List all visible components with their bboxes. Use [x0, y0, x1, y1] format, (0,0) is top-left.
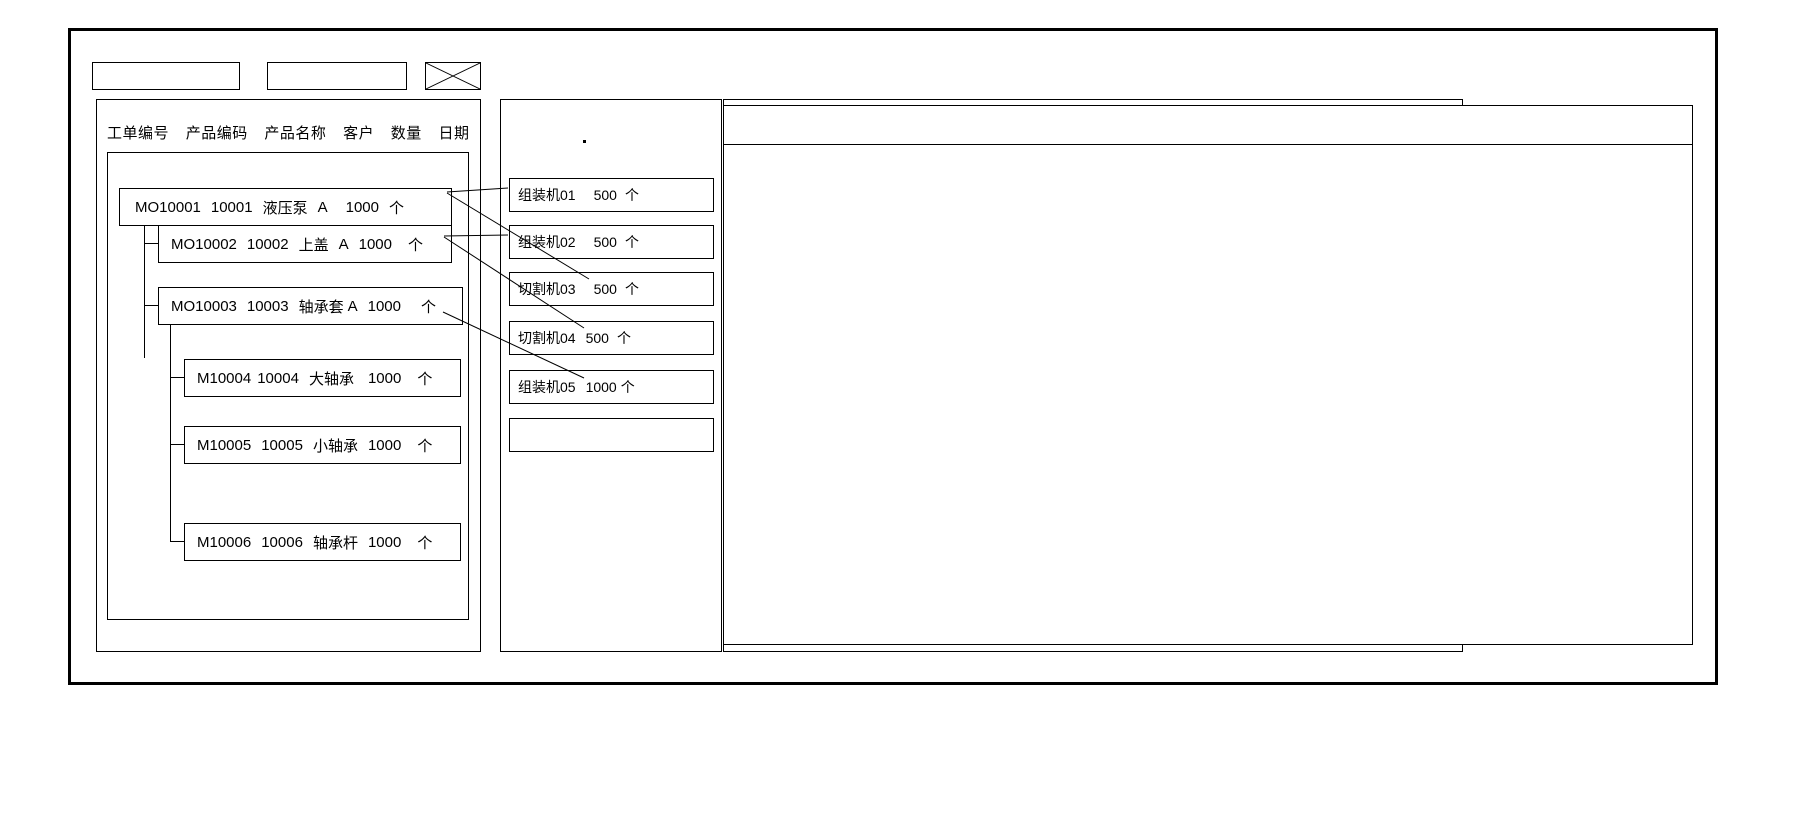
toolbar-field-1[interactable] — [92, 62, 240, 90]
tree-row[interactable]: M10004 10004 大轴承 1000 个 — [184, 359, 461, 397]
x-box-icon-glyph — [426, 63, 480, 89]
tree-row-product-code: 10001 — [210, 198, 253, 216]
column-header-product-name: 产品名称 — [264, 125, 327, 142]
tree-row-product-name: 轴承套 — [298, 298, 344, 316]
tree-row-order-no: M10004 — [197, 369, 252, 387]
tree-row-quantity: 1000 — [367, 297, 401, 315]
tree-row-product-code: 10003 — [246, 297, 289, 315]
machine-item[interactable]: 组装机05 1000 个 — [509, 370, 714, 404]
tree-row[interactable]: M10006 10006 轴承杆 1000 个 — [184, 523, 461, 561]
tree-stem-to-child-1 — [144, 243, 158, 244]
machine-quantity: 1000 — [585, 379, 617, 395]
tree-row-order-no: M10006 — [197, 533, 252, 551]
x-box-icon[interactable] — [425, 62, 481, 90]
machine-quantity: 500 — [593, 234, 617, 250]
detail-table-header-rule — [724, 144, 1692, 145]
tree-row-quantity: 1000 — [367, 369, 402, 387]
machine-name: 切割机04 — [518, 330, 576, 346]
tree-row-product-code: 10004 — [257, 369, 299, 387]
tree-row-unit: 个 — [417, 534, 433, 552]
tree-row-product-name: 小轴承 — [312, 437, 358, 455]
machine-quantity: 500 — [593, 281, 617, 297]
tree-row-customer: A — [317, 198, 328, 216]
column-header-quantity: 数量 — [390, 125, 422, 142]
tree-row-order-no: MO10002 — [171, 235, 237, 253]
tree-row-product-name: 液压泵 — [262, 199, 308, 217]
tree-row[interactable]: MO10002 10002 上盖 A 1000 个 — [158, 225, 452, 263]
tree-row[interactable]: MO10003 10003 轴承套 A 1000 个 — [158, 287, 463, 325]
machine-name: 切割机03 — [518, 281, 576, 297]
work-order-tree: MO10001 10001 液压泵 A 1000 个 MO10002 10002… — [107, 152, 469, 620]
machine-panel: 组装机01 500 个 组装机02 500 个 切割机03 500 个 切割机0… — [500, 99, 722, 652]
column-headers: 工单编号 产品编码 产品名称 客户 数量 日期 — [107, 122, 481, 143]
tree-stem-to-child-4 — [170, 444, 184, 445]
column-header-customer: 客户 — [343, 125, 375, 142]
tree-row-unit: 个 — [408, 236, 424, 254]
tree-row-product-code: 10002 — [246, 235, 289, 253]
tree-row[interactable]: MO10001 10001 液压泵 A 1000 个 — [119, 188, 452, 226]
tree-row-unit: 个 — [417, 370, 433, 388]
machine-unit: 个 — [616, 330, 631, 346]
tree-row-product-name: 轴承杆 — [312, 534, 358, 552]
tree-stem-to-child-3 — [170, 377, 184, 378]
tree-row-unit: 个 — [389, 199, 405, 217]
machine-item[interactable]: 组装机01 500 个 — [509, 178, 714, 212]
tree-stem-to-child-2 — [144, 305, 158, 306]
machine-unit: 个 — [624, 281, 639, 297]
machine-unit: 个 — [624, 234, 639, 250]
tree-row-unit: 个 — [417, 437, 433, 455]
tree-row-order-no: MO10003 — [171, 297, 237, 315]
tree-row-product-code: 10005 — [261, 436, 303, 454]
tree-row-product-name: 大轴承 — [308, 370, 354, 388]
tree-stem-to-child-5 — [170, 541, 184, 542]
machine-name: 组装机05 — [518, 379, 576, 395]
machine-quantity: 500 — [585, 330, 609, 346]
tree-row-order-no: M10005 — [197, 436, 252, 454]
tree-row-order-no: MO10001 — [135, 198, 201, 216]
machine-item-empty[interactable] — [509, 418, 714, 452]
tree-row[interactable]: M10005 10005 小轴承 1000 个 — [184, 426, 461, 464]
tree-row-customer: A — [338, 235, 349, 253]
column-header-order-no: 工单编号 — [107, 125, 170, 142]
machine-unit: 个 — [624, 187, 639, 203]
work-order-panel: 工单编号 产品编码 产品名称 客户 数量 日期 MO10001 10001 液压… — [96, 99, 481, 652]
column-header-date: 日期 — [438, 125, 470, 142]
tree-stem-sub-vertical — [170, 325, 171, 542]
tree-row-product-name: 上盖 — [298, 236, 329, 254]
tree-row-quantity: 1000 — [358, 235, 392, 253]
panel-dot-marker — [583, 140, 586, 143]
machine-name: 组装机01 — [518, 187, 576, 203]
machine-item[interactable]: 组装机02 500 个 — [509, 225, 714, 259]
machine-name: 组装机02 — [518, 234, 576, 250]
tree-row-unit: 个 — [421, 298, 437, 316]
tree-row-quantity: 1000 — [367, 533, 402, 551]
tree-row-quantity: 1000 — [367, 436, 402, 454]
machine-unit: 个 — [620, 379, 635, 395]
toolbar-field-2[interactable] — [267, 62, 407, 90]
tree-row-customer: A — [347, 297, 358, 315]
tree-stem-root-vertical — [144, 206, 145, 358]
column-header-product-code: 产品编码 — [185, 125, 248, 142]
machine-item[interactable]: 切割机04 500 个 — [509, 321, 714, 355]
detail-table — [723, 105, 1693, 645]
machine-item[interactable]: 切割机03 500 个 — [509, 272, 714, 306]
tree-row-quantity: 1000 — [345, 198, 379, 216]
tree-row-product-code: 10006 — [261, 533, 303, 551]
machine-quantity: 500 — [593, 187, 617, 203]
